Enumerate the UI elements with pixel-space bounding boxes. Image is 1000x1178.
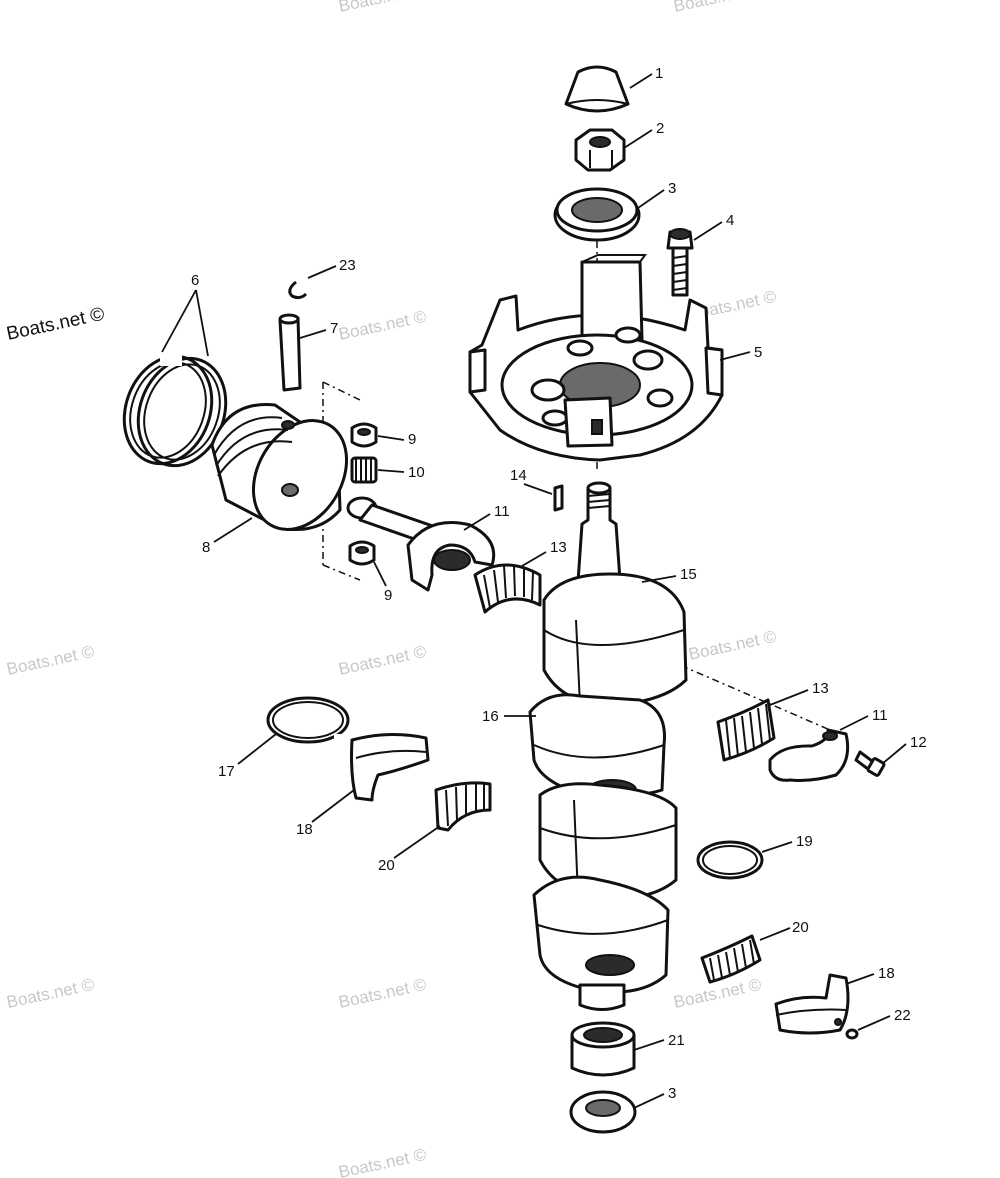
watermark: Boats.net ©	[337, 0, 429, 16]
callout-label: 1	[655, 65, 663, 82]
callout-label: 16	[482, 708, 499, 725]
callout-labels: 1 2 3 4 5 6 7 8 9 9 10 11 11 12 13 13 14…	[191, 65, 927, 1102]
connecting-rod-part	[346, 496, 496, 592]
callout-label: 23	[339, 257, 356, 274]
callout-label: 13	[812, 680, 829, 697]
seal-part	[569, 1090, 637, 1134]
main-bearing-cage-part	[434, 781, 492, 832]
rod-bearing-part	[716, 698, 776, 762]
leader-lines	[161, 73, 907, 1109]
callout-label: 17	[218, 763, 235, 780]
main-bearing-cage-part	[700, 934, 762, 984]
main-bearing-half-part	[774, 973, 850, 1035]
watermark: Boats.net ©	[5, 642, 97, 679]
piston-part	[210, 403, 349, 532]
callout-label: 11	[494, 503, 510, 520]
callout-label: 7	[330, 320, 338, 337]
screw-part	[666, 228, 694, 297]
seal-part	[553, 187, 641, 242]
callout-label: 11	[872, 707, 888, 724]
callout-label: 22	[894, 1007, 911, 1024]
thrust-washer-part	[350, 422, 378, 448]
callout-label: 8	[202, 539, 210, 556]
callout-label: 19	[796, 833, 813, 850]
piston-pin-part	[278, 313, 302, 392]
callout-label: 9	[408, 431, 416, 448]
callout-label: 9	[384, 587, 392, 604]
callout-label: 6	[191, 272, 199, 289]
callout-label: 3	[668, 180, 676, 197]
retaining-ring-part	[696, 840, 764, 880]
watermark: Boats.net ©	[337, 642, 429, 679]
crankshaft-part	[528, 481, 688, 1011]
thrust-washer-part	[348, 540, 376, 566]
callout-label: 15	[680, 566, 697, 583]
callout-label: 14	[510, 467, 527, 484]
woodruff-key-part	[553, 484, 564, 512]
callout-label: 10	[408, 464, 425, 481]
callout-label: 18	[878, 965, 895, 982]
roller-bearing-part	[570, 1021, 636, 1077]
callout-label: 20	[792, 919, 809, 936]
watermark: Boats.net ©	[5, 975, 97, 1012]
watermark: Boats.net ©	[672, 0, 764, 16]
circlip-part	[288, 280, 308, 300]
callout-label: 5	[754, 344, 762, 361]
callout-label: 20	[378, 857, 395, 874]
callout-label: 2	[656, 120, 664, 137]
callout-label: 18	[296, 821, 313, 838]
callout-label: 4	[726, 212, 734, 229]
nut-part	[574, 128, 626, 172]
dowel-pin-part	[845, 1028, 859, 1040]
main-bearing-half-part	[350, 732, 430, 802]
watermark: Boats.net ©	[337, 307, 429, 344]
bearing-housing-part	[468, 254, 724, 462]
rod-cap-part	[768, 728, 850, 782]
watermark: Boats.net ©	[687, 627, 779, 664]
cap-part	[564, 65, 630, 113]
callout-label: 12	[910, 734, 927, 751]
callout-label: 13	[550, 539, 567, 556]
watermark: Boats.net ©	[337, 975, 429, 1012]
watermark-primary: Boats.net ©	[5, 304, 107, 345]
rod-bearing-part	[473, 563, 542, 614]
watermark: Boats.net ©	[337, 1145, 429, 1178]
retaining-ring-part	[266, 696, 350, 744]
callout-label: 3	[668, 1085, 676, 1102]
needle-bearing-part	[350, 456, 378, 484]
callout-label: 21	[668, 1032, 685, 1049]
cap-screw-part	[854, 750, 886, 777]
